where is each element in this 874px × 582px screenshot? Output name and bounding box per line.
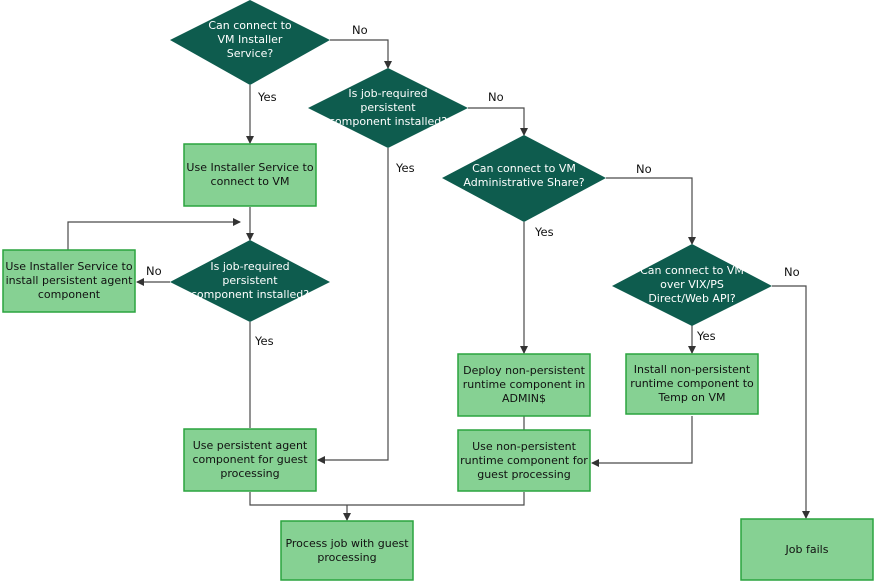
decision-d2 — [308, 68, 468, 148]
decision-d4-text: Can connect to VM Administrative Share? — [463, 162, 585, 189]
box-nonpersistent-text: Use non-persistent runtime component for… — [460, 439, 588, 481]
label-d3-yes: Yes — [255, 334, 274, 348]
box-install-temp — [625, 353, 759, 415]
edge-boxG-boxF — [591, 416, 693, 467]
box-installer-connect — [183, 143, 317, 207]
decision-d1-text: Can connect to VM Installer Service? — [208, 19, 292, 60]
label-d2-yes: Yes — [396, 161, 415, 175]
label-d4-no: No — [636, 162, 652, 176]
decision-d3 — [170, 240, 330, 322]
decision-d1 — [170, 0, 330, 85]
decision-d3-text: Is job-required persistent component ins… — [190, 260, 310, 301]
edge-loop-back — [67, 218, 241, 250]
box-install-temp-text: Install non-persistent runtime component… — [630, 363, 754, 404]
box-process-job — [280, 520, 414, 581]
edge-boxD-merge — [249, 492, 525, 506]
box-job-fails-text: Job fails — [785, 542, 829, 556]
decision-d5 — [612, 244, 772, 326]
label-d5-no: No — [784, 265, 800, 279]
edge-d4-no — [606, 177, 696, 245]
box-persistent — [183, 428, 317, 492]
label-d2-no: No — [488, 90, 504, 104]
label-d4-yes: Yes — [535, 225, 554, 239]
box-deploy-admin-text: Deploy non-persistent runtime component … — [462, 364, 586, 405]
box-nonpersistent — [457, 429, 591, 492]
box-deploy-admin — [457, 353, 591, 417]
edge-d2-no — [468, 107, 528, 136]
edge-d5-no — [772, 285, 810, 519]
decision-d5-text: Can connect to VM over VIX/PS Direct/Web… — [640, 264, 744, 305]
decision-d4 — [442, 135, 606, 222]
label-d5-yes: Yes — [697, 329, 716, 343]
box-installer-install — [2, 249, 136, 313]
decision-d2-text: Is job-required persistent component ins… — [328, 87, 448, 128]
box-installer-connect-text: Use Installer Service to connect to VM — [186, 161, 314, 188]
box-process-job-text: Process job with guest processing — [285, 536, 409, 564]
edge-d2-yes — [317, 148, 389, 464]
edge-d1-no — [330, 39, 392, 69]
label-d3-no: No — [146, 264, 162, 278]
box-persistent-text: Use persistent agent component for guest… — [192, 439, 308, 480]
label-d1-no: No — [352, 23, 368, 37]
box-job-fails — [740, 518, 874, 581]
label-d1-yes: Yes — [258, 90, 277, 104]
box-installer-install-text: Use Installer Service to install persist… — [5, 260, 133, 301]
